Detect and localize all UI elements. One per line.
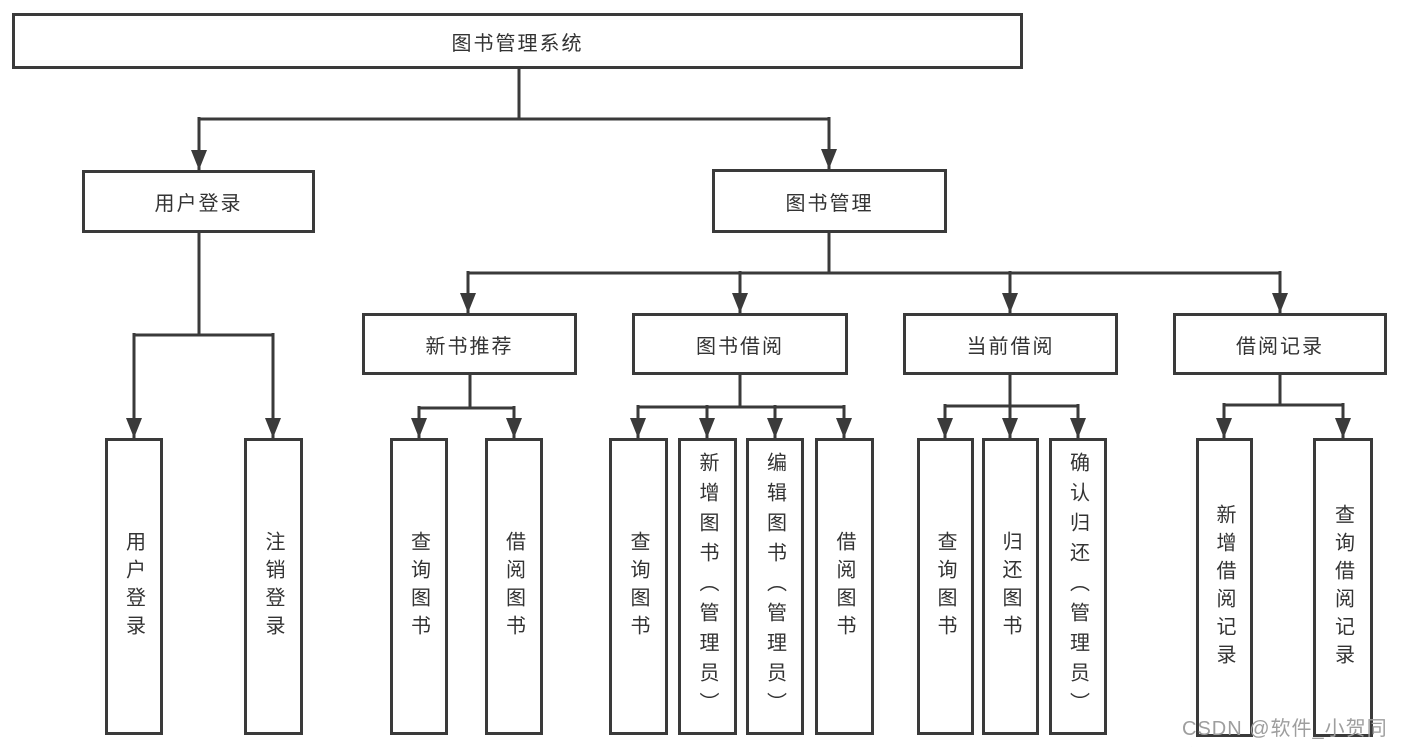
node-new-books: 新书推荐 — [362, 313, 577, 375]
connector-user-login-skeleton — [134, 233, 273, 337]
leaf-newbooks-query-books: 查询图书 — [390, 438, 448, 735]
leaf-logout: 注销登录 — [244, 438, 303, 735]
leaf-newbooks-borrow-books: 借阅图书 — [485, 438, 543, 735]
node-user-login-group: 用户登录 — [82, 170, 315, 233]
leaf-user-login: 用户登录 — [105, 438, 163, 735]
connector-current-skeleton — [945, 375, 1078, 408]
leaf-records-add-record: 新增借阅记录 — [1196, 438, 1253, 737]
leaf-borrowing-borrow-books: 借阅图书 — [815, 438, 874, 735]
csdn-watermark: CSDN @软件_小贺同学 — [1182, 718, 1388, 740]
connector-records-skeleton — [1224, 375, 1343, 407]
connector-root-skeleton — [199, 68, 829, 121]
leaf-borrowing-edit-books-admin: 编辑图书（管理员） — [746, 438, 804, 735]
leaf-current-confirm-return-admin: 确认归还（管理员） — [1049, 438, 1107, 735]
node-borrow-records: 借阅记录 — [1173, 313, 1387, 375]
node-book-mgmt-group: 图书管理 — [712, 169, 947, 233]
connector-book-mgmt-skeleton — [468, 233, 1280, 275]
node-current-borrow: 当前借阅 — [903, 313, 1118, 375]
leaf-current-query-books: 查询图书 — [917, 438, 974, 735]
leaf-borrowing-add-books-admin: 新增图书（管理员） — [678, 438, 737, 735]
connector-new-books-skeleton — [419, 375, 514, 410]
leaf-borrowing-query-books: 查询图书 — [609, 438, 668, 735]
leaf-current-return-books: 归还图书 — [982, 438, 1039, 735]
node-root: 图书管理系统 — [12, 13, 1023, 69]
node-borrowing: 图书借阅 — [632, 313, 848, 375]
leaf-records-query-record: 查询借阅记录 — [1313, 438, 1373, 737]
connector-borrowing-skeleton — [638, 375, 844, 409]
